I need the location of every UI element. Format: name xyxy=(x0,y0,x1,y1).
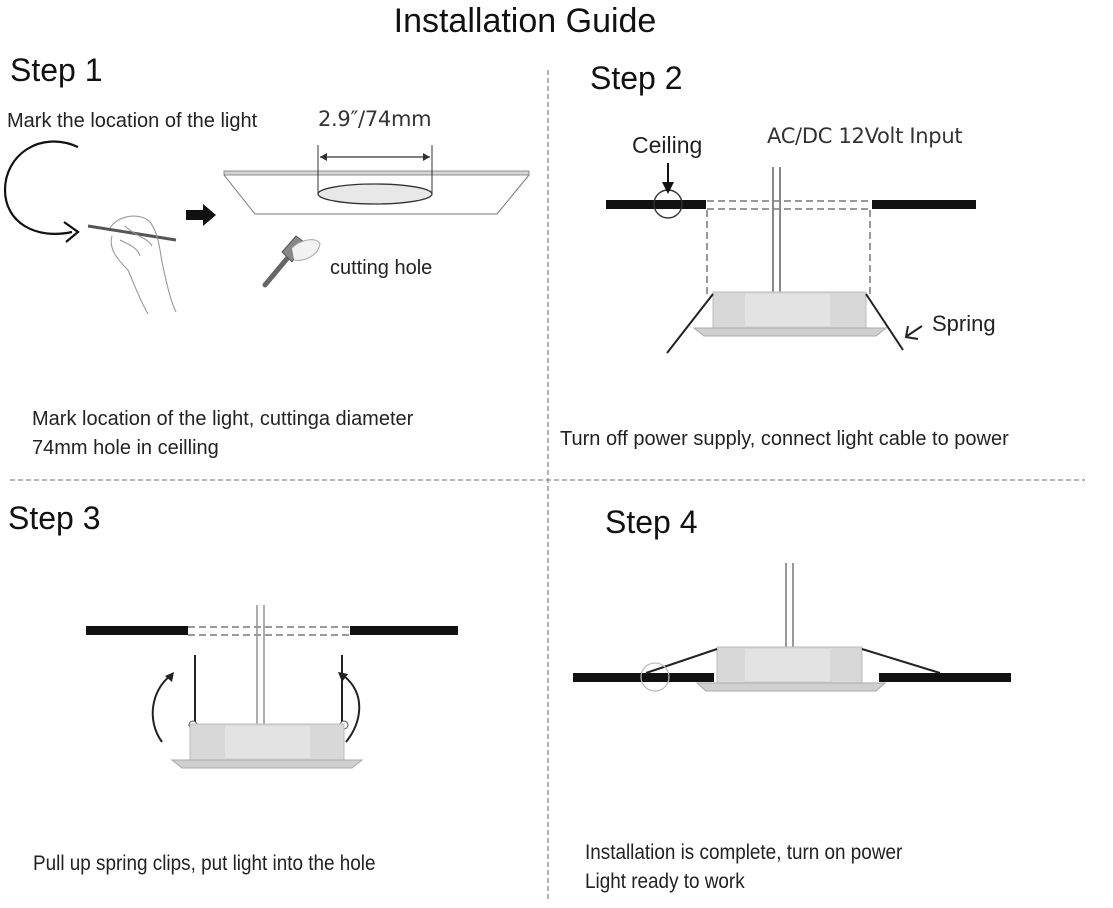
curved-arrow-left-icon xyxy=(151,672,174,743)
step-3-heading: Step 3 xyxy=(8,500,101,536)
downlight-fixture xyxy=(695,646,887,692)
step-4-caption-line-2: Light ready to work xyxy=(585,870,745,893)
step-4-illustration xyxy=(573,563,1011,692)
ceiling-board xyxy=(223,145,530,215)
step-2-caption: Turn off power supply, connect light cab… xyxy=(560,425,1009,454)
step-4-caption-line-1: Installation is complete, turn on power xyxy=(585,841,903,864)
step-3-caption-line-1: Pull up spring clips, put light into the… xyxy=(33,852,376,875)
ceiling-board-left xyxy=(606,200,706,209)
ceiling-board-right xyxy=(879,673,1011,682)
curved-arrow-right-icon xyxy=(338,672,361,743)
ceiling-board-right xyxy=(350,626,458,635)
step-2-heading: Step 2 xyxy=(590,60,683,96)
right-arrow-icon xyxy=(186,204,216,226)
dimension-label: 2.9″/74mm xyxy=(318,107,432,131)
spring-clip-left xyxy=(645,648,718,674)
ceiling-board-right xyxy=(872,200,976,209)
downlight-fixture xyxy=(692,291,888,337)
step-2-caption-line-1: Turn off power supply, connect light cab… xyxy=(560,428,1009,450)
step-1-illustration xyxy=(3,140,530,315)
ceiling-board-left xyxy=(573,673,714,682)
hand-with-pen-icon xyxy=(87,215,177,315)
step-4-caption: Installation is complete, turn on power … xyxy=(585,838,902,896)
step-3-caption: Pull up spring clips, put light into the… xyxy=(33,849,376,878)
spring-clip-right xyxy=(865,293,904,351)
mark-location-label: Mark the location of the light xyxy=(7,110,258,132)
step-1-caption-line-1: Mark location of the light, cuttinga dia… xyxy=(32,408,414,430)
step-1-caption-line-2: 74mm hole in ceilling xyxy=(32,437,219,459)
spring-clip-right xyxy=(861,648,941,674)
ceiling-label: Ceiling xyxy=(632,132,703,158)
spring-clip-left xyxy=(666,293,714,354)
ceiling-board-left xyxy=(86,626,188,635)
spring-label: Spring xyxy=(932,311,996,336)
spring-pointer-arrow-icon xyxy=(904,325,923,340)
cutting-hole-label: cutting hole xyxy=(330,257,433,279)
step-1-caption: Mark location of the light, cuttinga dia… xyxy=(32,405,413,463)
hole-saw-icon xyxy=(262,235,321,288)
spring-marker-circle xyxy=(640,662,670,692)
circular-arrow-icon xyxy=(3,140,80,243)
step-3-illustration xyxy=(86,605,458,769)
downlight-fixture xyxy=(170,723,364,769)
step-2-illustration xyxy=(606,163,976,354)
input-voltage-label: AC/DC 12Volt Input xyxy=(767,124,963,148)
step-1-heading: Step 1 xyxy=(10,52,103,88)
page-title: Installation Guide xyxy=(393,2,657,40)
step-4-heading: Step 4 xyxy=(605,504,698,540)
